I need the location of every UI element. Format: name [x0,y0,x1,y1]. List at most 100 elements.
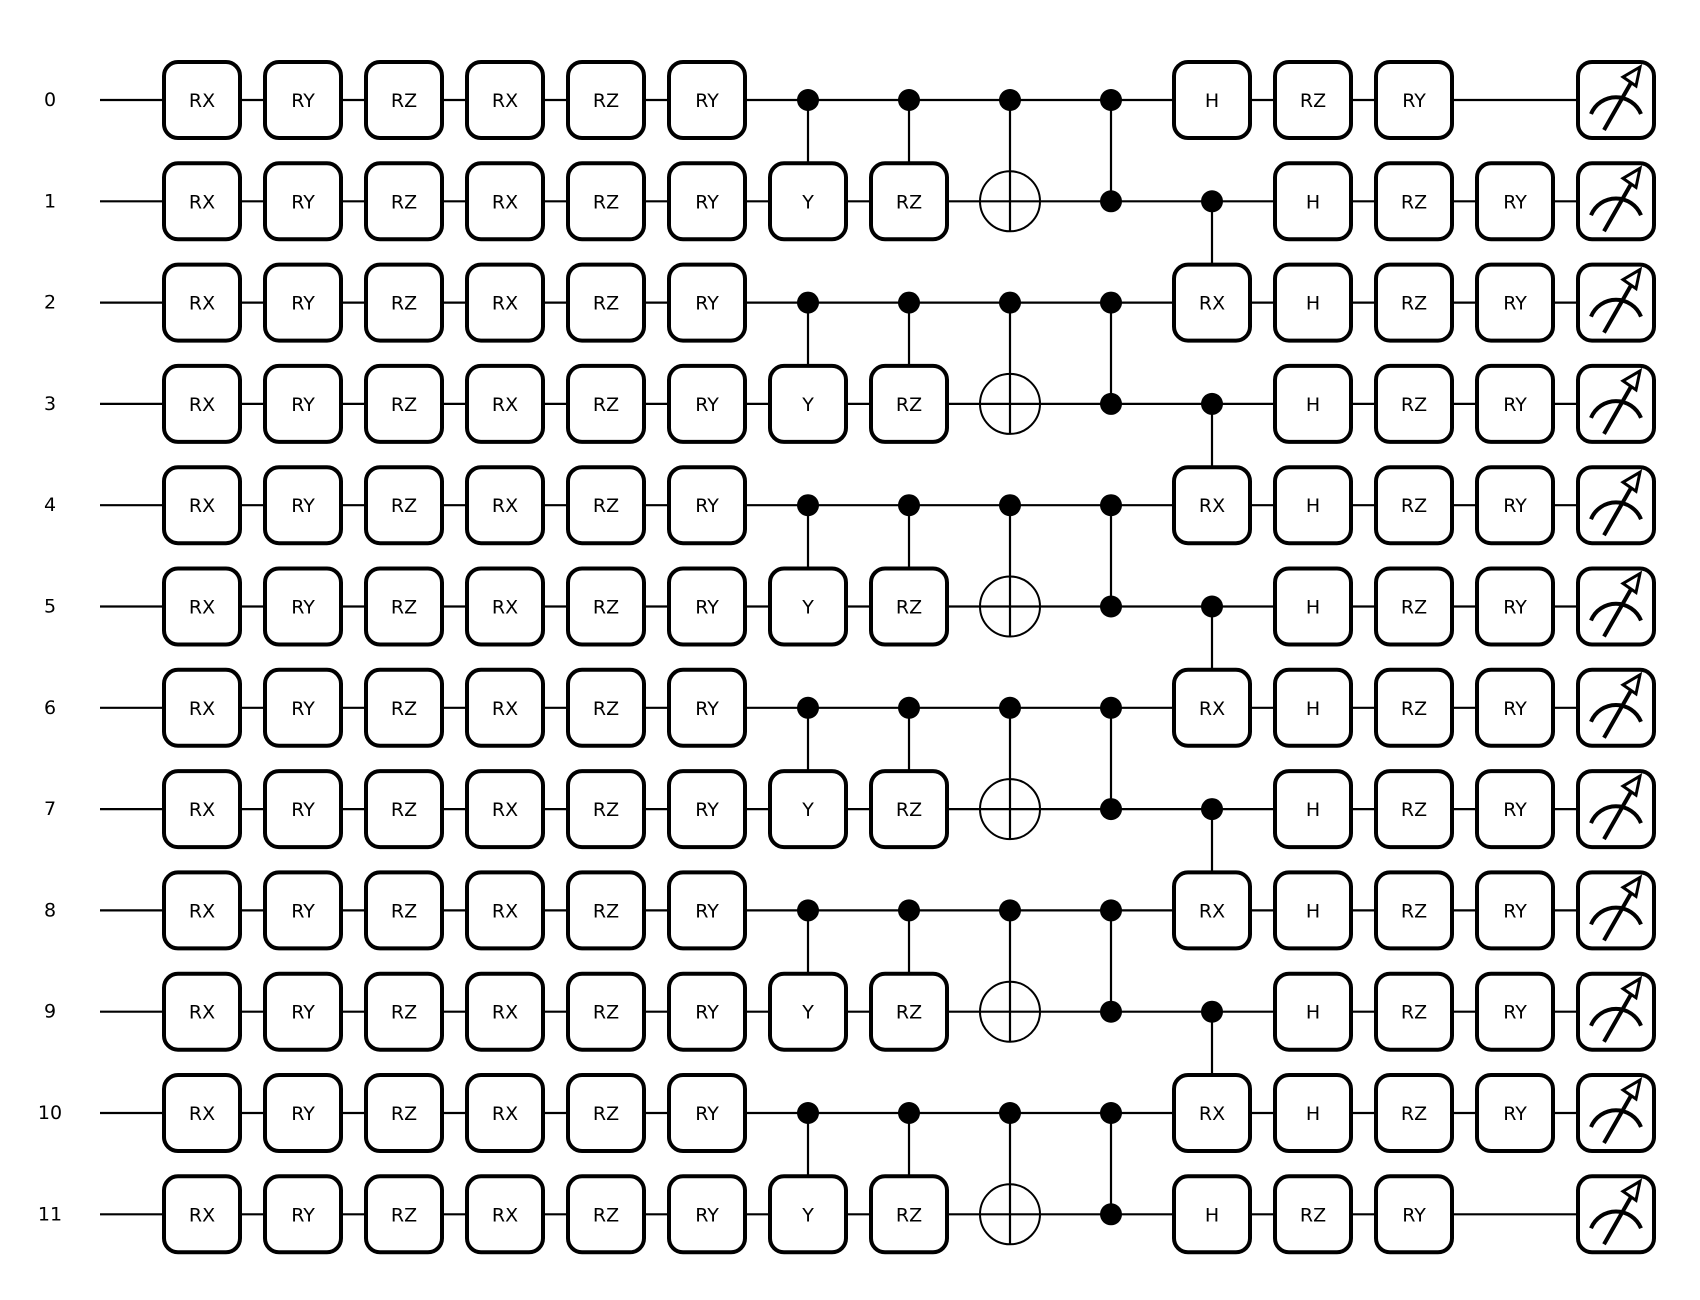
control-dot [898,696,920,719]
gate: RZ [1374,667,1454,748]
gate-box [1172,1174,1252,1255]
gate-box [162,971,242,1052]
gate-box [1273,566,1353,647]
gate: RZ [364,971,444,1052]
gate: RX [162,566,242,647]
control-dot [1100,89,1122,111]
gate: H [1273,566,1353,647]
gate-label: RZ [391,90,417,112]
gate: H [1273,465,1353,546]
gate-label: RZ [593,1002,619,1024]
gate: RZ [1374,566,1454,647]
gate-label: RZ [593,495,619,517]
gate: RY [263,667,343,748]
meter-arrowhead [1620,165,1643,190]
gate-box [1374,566,1454,647]
gate-label: RX [492,191,518,213]
gate: RZ [1374,870,1454,951]
gate: RY [667,566,747,647]
gate-label: RY [1402,1204,1426,1226]
control-dot [797,291,819,314]
gate-label: H [1306,900,1320,922]
gate-label: RY [695,191,719,213]
gate: Y [768,971,848,1052]
gate-label: RY [695,799,719,821]
meter-arc [1589,399,1643,419]
gate-box [667,667,747,748]
meter-arc [1589,500,1643,521]
control-dot [797,89,819,111]
meter-arrowhead [1620,570,1643,596]
gate-box [1273,769,1353,850]
control-dot [1201,190,1223,213]
gate-box [1273,262,1353,343]
gate-box [1273,363,1353,444]
measure-box [1576,971,1656,1052]
gate: H [1273,870,1353,951]
gate-box [667,161,747,242]
meter-arrowhead [1620,671,1643,697]
measure-box [1576,769,1656,850]
gate-box [1273,1073,1353,1153]
gate-label: RX [189,1204,215,1226]
gate-box [1475,769,1555,850]
gate-box [667,60,747,140]
gate: RX [162,769,242,850]
gate: H [1273,971,1353,1052]
measurement-icon [1576,161,1656,242]
control-dot [1201,798,1223,821]
gate: RZ [869,971,949,1052]
gate-box [1172,465,1252,546]
gate-box [162,465,242,546]
measurement-icon [1576,566,1656,647]
gate: RX [465,161,545,242]
gate: RY [1374,60,1454,140]
gate: RZ [364,667,444,748]
gate: RZ [869,161,949,242]
control-dot [1100,595,1122,618]
gate-label: H [1205,90,1219,112]
measurement-icon [1576,60,1656,140]
measurement-icon [1576,769,1656,850]
gate-box [162,667,242,748]
measurement-icon [1576,465,1656,546]
gate-box [1273,1174,1353,1255]
meter-arc [1589,95,1643,115]
gate-label: RY [695,698,719,720]
gate-label: RX [189,597,215,619]
gate-label: RY [695,597,719,619]
gate-box [364,363,444,444]
gate-label: RY [1402,90,1426,112]
gate-label: RX [492,1103,518,1125]
wire-label: 2 [44,292,56,314]
gate-box [566,769,646,850]
gate-box [465,1174,545,1255]
gate-box [768,971,848,1052]
meter-arc [1589,601,1643,622]
gate-label: RY [1503,799,1527,821]
meter-arc [1589,1108,1643,1128]
measurement-icon [1576,971,1656,1052]
gate-box [869,769,949,850]
gate-label: RX [492,597,518,619]
control-dot [1100,291,1122,314]
gate: RZ [566,769,646,850]
gate: RZ [1374,465,1454,546]
gate-label: RZ [1401,1103,1427,1125]
meter-arrowhead [1620,773,1643,798]
gate-box [1172,1073,1252,1153]
gate: RZ [364,769,444,850]
wire-label: 9 [44,1001,56,1023]
gate: RY [1475,870,1555,951]
gate: RY [667,465,747,546]
gate-box [566,566,646,647]
gate-label: RZ [1300,90,1326,112]
gate-label: RY [291,799,315,821]
gate: RZ [869,363,949,444]
wire-label: 3 [44,393,56,415]
gate-box [364,1174,444,1255]
gate-label: RX [189,1002,215,1024]
gate-box [566,161,646,242]
gate-label: RY [291,1002,315,1024]
